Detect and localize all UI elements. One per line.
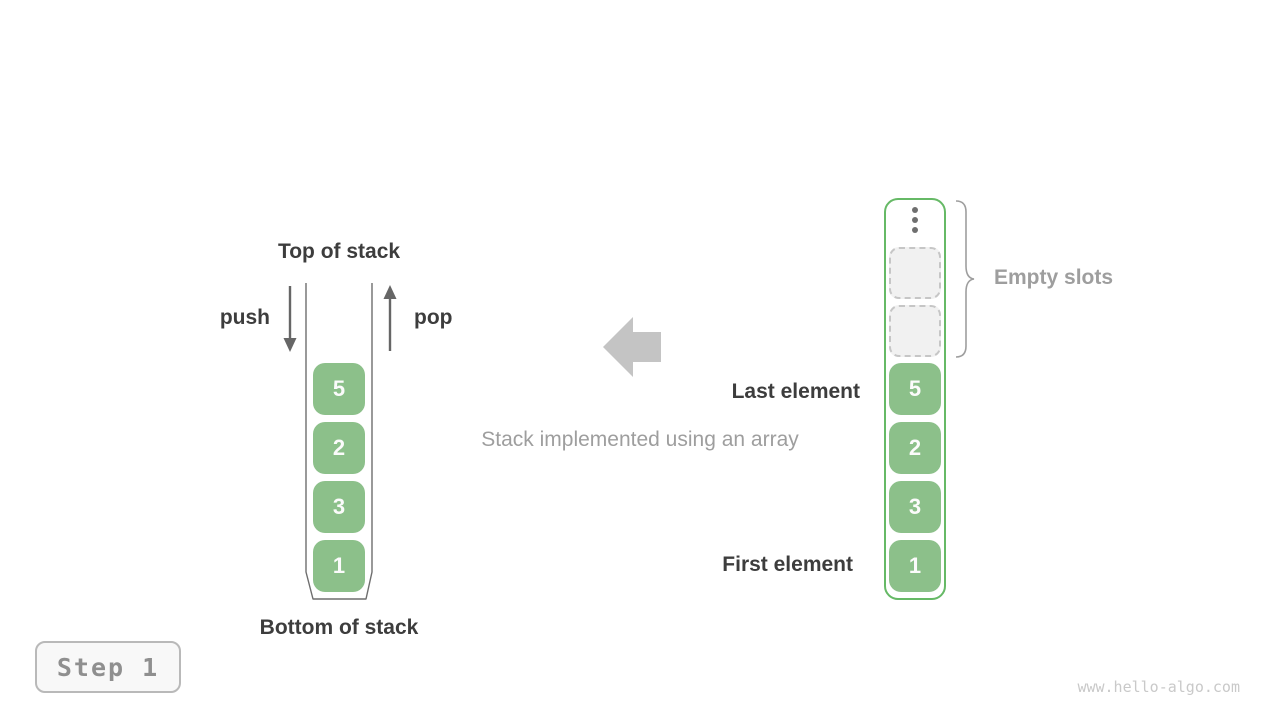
- push-arrow-icon: [283, 286, 297, 352]
- empty-slot: [889, 305, 941, 357]
- array-element: 1: [889, 540, 941, 592]
- empty-slots-label: Empty slots: [994, 266, 1114, 289]
- pop-label: pop: [414, 306, 453, 329]
- pop-arrow-icon: [383, 285, 397, 351]
- last-element-label: Last element: [731, 380, 860, 403]
- empty-slots-brace: [955, 200, 975, 358]
- stack-element: 1: [313, 540, 365, 592]
- top-of-stack-label: Top of stack: [277, 240, 401, 263]
- watermark: www.hello-algo.com: [1077, 678, 1240, 696]
- array-element: 5: [889, 363, 941, 415]
- step-badge: Step 1: [35, 641, 181, 693]
- stack-element: 3: [313, 481, 365, 533]
- diagram-caption: Stack implemented using an array: [481, 428, 799, 451]
- array-element: 3: [889, 481, 941, 533]
- empty-slot: [889, 247, 941, 299]
- left-arrow-icon: [603, 317, 661, 377]
- ellipsis-icon: [912, 207, 918, 233]
- push-label: push: [219, 306, 270, 329]
- bottom-of-stack-label: Bottom of stack: [259, 616, 419, 639]
- stack-element: 5: [313, 363, 365, 415]
- array-element: 2: [889, 422, 941, 474]
- first-element-label: First element: [722, 553, 853, 576]
- stack-element: 2: [313, 422, 365, 474]
